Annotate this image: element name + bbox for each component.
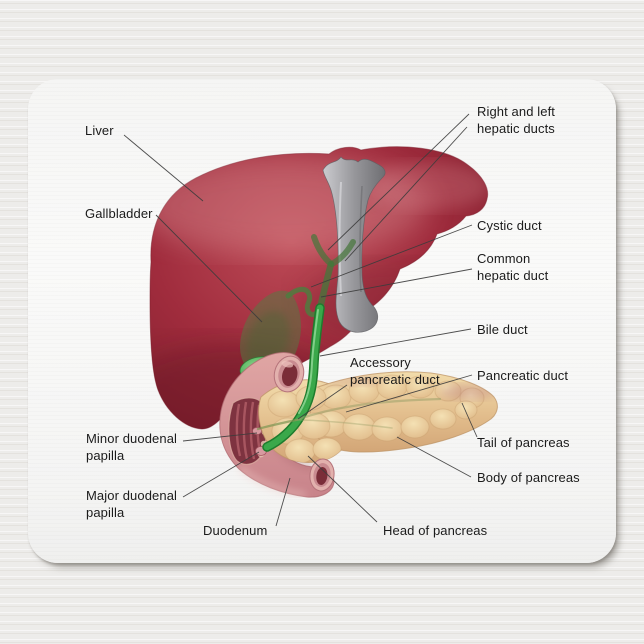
label-liver: Liver	[85, 123, 114, 138]
leader-duodenum	[275, 477, 291, 527]
label-bile-duct: Bile duct	[477, 322, 528, 337]
label-accessory-pancreatic-duct: Accessory pancreatic duct	[350, 355, 440, 387]
leader-common-hepatic-duct	[320, 268, 473, 298]
leader-lines	[123, 113, 478, 527]
pancreas-shape	[258, 371, 498, 463]
leader-bile-duct	[319, 328, 472, 357]
label-right-left-hepatic-ducts: Right and left hepatic ducts	[477, 104, 556, 136]
leader-hepatic-ducts-1	[327, 113, 470, 251]
leader-major-papilla	[182, 451, 260, 498]
cystic-duct-shape	[285, 286, 322, 318]
leader-accessory-duct	[297, 384, 348, 420]
bile-duct-shape	[262, 303, 325, 452]
label-body-of-pancreas: Body of pancreas	[477, 470, 580, 485]
label-tail-of-pancreas: Tail of pancreas	[477, 435, 570, 450]
leader-minor-papilla	[182, 432, 258, 442]
label-major-duodenal-papilla: Major duodenal papilla	[86, 488, 178, 520]
duodenum-top-opening	[273, 355, 305, 393]
accessory-duct-shape	[256, 418, 298, 431]
pancreatic-duct-shape	[256, 397, 442, 431]
label-gallbladder: Gallbladder	[85, 206, 153, 221]
leader-body-of-pancreas	[396, 436, 472, 478]
leader-head-of-pancreas	[307, 455, 378, 523]
duodenum-cut-window	[228, 397, 269, 465]
label-minor-duodenal-papilla: Minor duodenal papilla	[86, 431, 178, 463]
label-common-hepatic-duct: Common hepatic duct	[477, 251, 549, 283]
leader-cystic-duct	[310, 224, 473, 288]
leader-liver	[123, 134, 204, 202]
label-pancreatic-duct: Pancreatic duct	[477, 368, 569, 383]
label-cystic-duct: Cystic duct	[477, 218, 542, 233]
leader-tail-of-pancreas	[461, 402, 478, 438]
leader-gallbladder	[155, 214, 263, 323]
label-duodenum: Duodenum	[203, 523, 268, 538]
leader-pancreatic-duct	[345, 374, 473, 413]
leader-hepatic-ducts-2	[344, 126, 468, 262]
label-head-of-pancreas: Head of pancreas	[383, 523, 488, 538]
